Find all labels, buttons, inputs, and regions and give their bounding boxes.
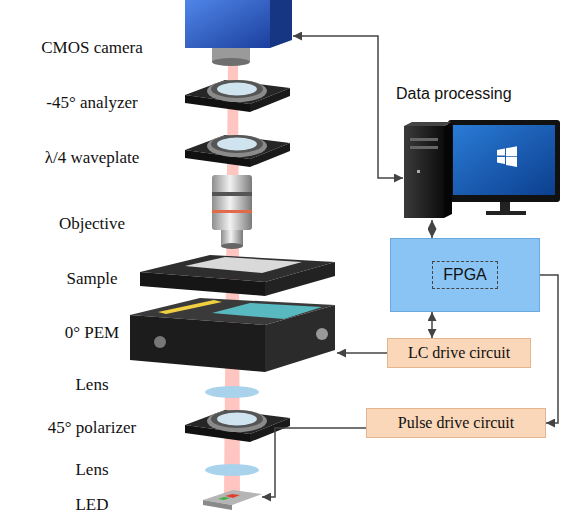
drive-circuit-box: Pulse drive circuit [366, 408, 546, 438]
led-wire [262, 428, 366, 497]
part-name: 45° polarizer [7, 418, 177, 438]
part-name: LED [7, 495, 177, 515]
signal-arrow [431, 312, 433, 338]
pem-symbol [130, 298, 335, 372]
node-text: LC drive circuit [404, 343, 514, 363]
lens-symbol [205, 464, 259, 476]
analyzer-symbol [185, 80, 290, 112]
computer-node: Data processing [392, 82, 562, 220]
signal-arrow [431, 220, 433, 238]
camera-wire [293, 36, 403, 178]
part-name: CMOS camera [7, 38, 177, 58]
part-name: Lens [7, 375, 177, 395]
part-name: Lens [7, 460, 177, 480]
lens-symbol [205, 386, 259, 398]
signal-arrow [540, 275, 558, 423]
node-text: FPGA [432, 261, 498, 289]
part-name: -45° analyzer [7, 93, 177, 113]
node-text: Data processing [392, 82, 512, 104]
waveplate-symbol [185, 135, 290, 167]
node-text: Pulse drive circuit [394, 413, 518, 433]
part-name: Sample [7, 269, 177, 289]
objective-symbol [212, 175, 252, 249]
led-symbol [203, 490, 262, 510]
part-name: λ/4 waveplate [7, 148, 177, 168]
camera-symbol [185, 0, 292, 66]
sample-stage [140, 255, 335, 296]
computer-symbol [404, 120, 560, 218]
fpga-box: FPGA [390, 238, 540, 312]
part-name: Objective [7, 214, 177, 234]
part-name: 0° PEM [7, 323, 177, 343]
pem-wire [337, 352, 387, 354]
drive-circuit-box: LC drive circuit [387, 338, 531, 368]
